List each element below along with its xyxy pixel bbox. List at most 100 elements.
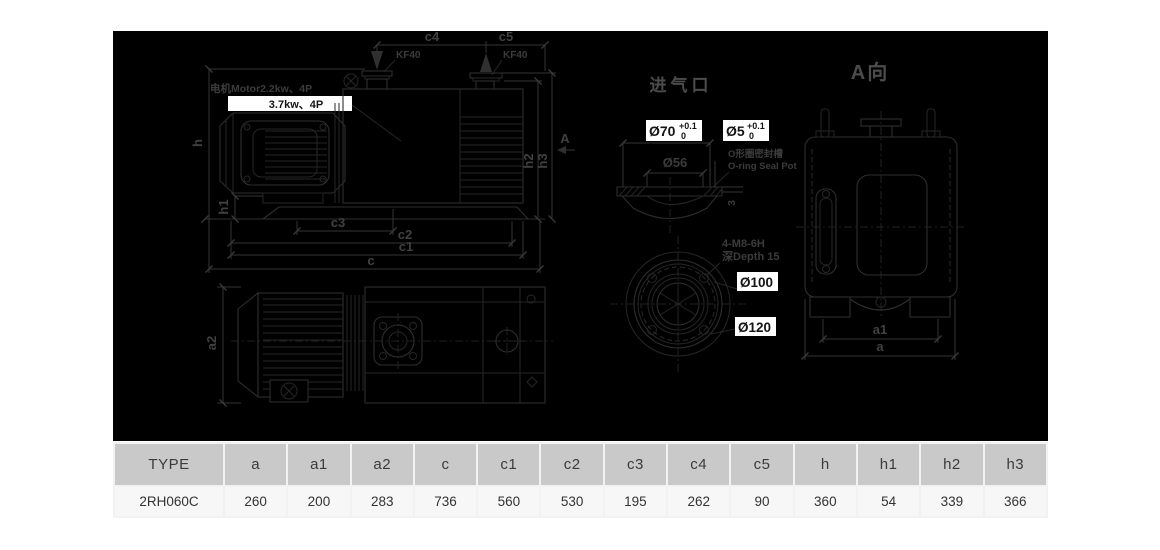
col-header-type: TYPE	[113, 442, 225, 487]
col-header-c4: c4	[666, 442, 732, 487]
col-header-c: c	[412, 442, 479, 487]
dim-c5-label: c5	[499, 31, 513, 44]
dim-a2-label: a2	[204, 336, 219, 350]
col-header-h2: h2	[919, 442, 985, 487]
inlet-detail: 进气口 Ø70 +0.1 0 Ø5 +0.1 0 O形圈密封槽 O-ring S…	[616, 75, 797, 236]
dim-h3-label: h3	[535, 153, 550, 168]
inlet-flange-section	[616, 177, 723, 236]
dia70-value: Ø70	[649, 123, 676, 139]
oring-note-cn: O形圈密封槽	[728, 148, 783, 160]
dia120-highlight	[735, 317, 776, 336]
port-circle-top	[493, 327, 521, 355]
cell-c1: 560	[476, 485, 542, 518]
access-door	[856, 174, 928, 276]
motor-side	[219, 103, 346, 204]
col-header-c1: c1	[476, 442, 542, 487]
top-view: a2	[204, 283, 553, 407]
groove-depth-label: 3	[727, 200, 738, 206]
flange-detail: 4-M8-6H 深Depth 15 Ø100 Ø120	[610, 236, 779, 372]
technical-drawing: c4 c5 KF40 KF40 电机Motor2.2kw、4P 3.7kw、4P	[190, 29, 966, 407]
motor-label-line2: 3.7kw、4P	[269, 99, 323, 111]
a-view: A向	[796, 60, 966, 360]
dia100-value: Ø100	[740, 275, 773, 290]
dim-h2-label: h2	[521, 153, 536, 168]
col-header-a2: a2	[349, 442, 415, 487]
a-view-title: A向	[851, 60, 889, 84]
oil-sight-glass	[815, 188, 837, 275]
motor-label-highlight	[228, 96, 352, 111]
cell-a1: 200	[286, 485, 352, 518]
cell-c4: 262	[666, 485, 732, 518]
cell-type: 2RH060C	[113, 485, 225, 518]
cell-h1: 54	[855, 485, 922, 518]
feet-front	[809, 296, 951, 318]
inlet-port	[343, 70, 393, 90]
dim-h1-label: h1	[216, 199, 231, 214]
shaft-flange-top	[373, 313, 423, 369]
col-header-h1: h1	[855, 442, 922, 487]
col-header-a: a	[222, 442, 289, 487]
cell-h3: 366	[982, 485, 1049, 518]
exhaust-flow-arrow	[480, 53, 492, 72]
bore-spokes	[659, 283, 697, 325]
dia5-highlight	[723, 120, 769, 141]
dim-a1-label: a1	[873, 322, 887, 337]
fan-cover-top	[237, 291, 259, 399]
thread-spec: 4-M8-6H	[722, 238, 765, 250]
motor-fins-top	[263, 298, 343, 390]
dim-c4-label: c4	[425, 31, 440, 44]
dia5-value: Ø5	[726, 123, 745, 139]
dia5-tol-upper: +0.1	[747, 121, 765, 131]
col-header-c3: c3	[602, 442, 669, 487]
table-header-row: TYPE a a1 a2 c c1 c2 c3 c4 c5 h h1 h2 h3	[113, 442, 1049, 487]
dim-c2-label: c2	[398, 227, 412, 242]
dimension-table: TYPE a a1 a2 c c1 c2 c3 c4 c5 h h1 h2 h3…	[113, 442, 1049, 518]
dia5-tol-lower: 0	[749, 131, 754, 141]
drain-detail-top	[269, 379, 309, 403]
drawing-panel: c4 c5 KF40 KF40 电机Motor2.2kw、4P 3.7kw、4P	[113, 29, 1048, 441]
col-header-c5: c5	[729, 442, 795, 487]
col-header-h3: h3	[982, 442, 1049, 487]
cell-a2: 283	[349, 485, 415, 518]
dim-c-label: c	[367, 253, 374, 268]
bolt-holes	[647, 273, 709, 335]
side-view: c4 c5 KF40 KF40 电机Motor2.2kw、4P 3.7kw、4P	[190, 29, 575, 273]
hatch-left	[618, 186, 646, 197]
cell-c2: 530	[539, 485, 605, 518]
cell-h2: 339	[919, 485, 985, 518]
dim-c3-label: c3	[331, 215, 345, 230]
col-header-a1: a1	[286, 442, 352, 487]
section-a-marker: A	[557, 131, 575, 154]
cell-h: 360	[792, 485, 858, 518]
corner-mark-bottom	[526, 376, 538, 388]
dia120-value: Ø120	[738, 320, 771, 335]
oring-note-en: O-ring Seal Pot	[728, 161, 797, 172]
junction-bellows-top	[346, 295, 364, 391]
base-plate	[205, 206, 545, 220]
dim-a-label: a	[876, 339, 884, 354]
dim-c1-label: c1	[399, 239, 413, 254]
dia100-highlight	[737, 272, 778, 291]
exhaust-port	[469, 72, 503, 90]
corner-bolt-top	[526, 294, 536, 304]
depth-spec: 深Depth 15	[722, 249, 779, 263]
section-a-letter: A	[560, 131, 570, 146]
dia70-highlight	[646, 120, 702, 141]
body-cooling-fins	[460, 116, 523, 195]
motor-label-line1: 电机Motor2.2kw、4P	[210, 82, 312, 95]
dia56-value: Ø56	[663, 155, 688, 170]
dia70-tol-upper: +0.1	[679, 121, 697, 131]
hatch-right	[703, 186, 723, 197]
table-row: 2RH060C 260 200 283 736 560 530 195 262 …	[113, 485, 1049, 518]
top-studs	[815, 108, 941, 138]
motor-fins	[265, 130, 327, 180]
dia70-tol-lower: 0	[681, 131, 686, 141]
inlet-title: 进气口	[650, 75, 713, 95]
cell-c5: 90	[729, 485, 795, 518]
exhaust-kf40-label: KF40	[503, 50, 528, 61]
inlet-kf40-label: KF40	[396, 50, 421, 61]
col-header-h: h	[792, 442, 858, 487]
dim-h-label: h	[190, 139, 205, 147]
col-header-c2: c2	[539, 442, 605, 487]
